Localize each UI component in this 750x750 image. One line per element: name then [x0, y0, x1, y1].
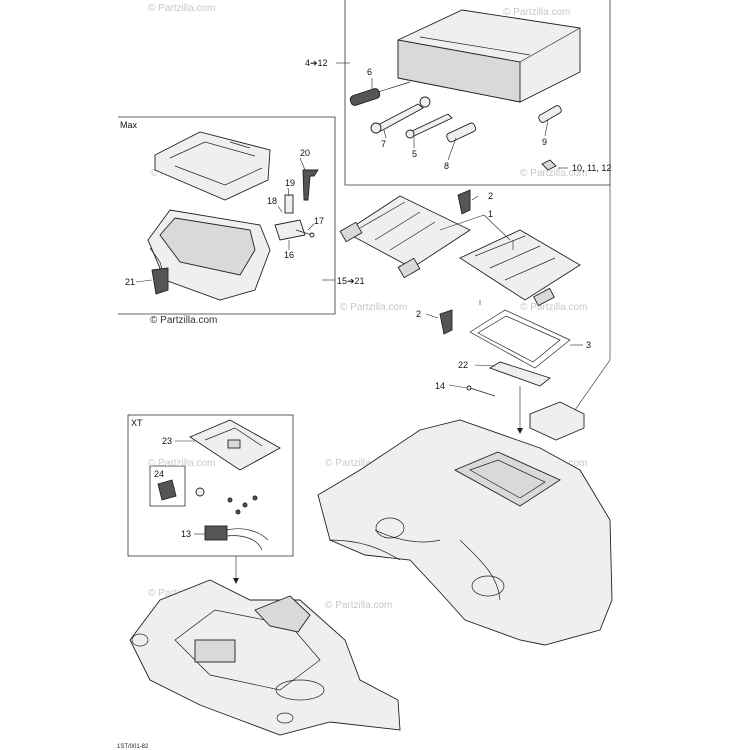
small-part-10	[541, 159, 557, 171]
callout-21: 21	[125, 277, 135, 287]
callout-8: 8	[444, 161, 449, 171]
watermark: © Partzilla.com	[325, 458, 392, 469]
watermark: © Partzilla.com	[325, 600, 392, 611]
pin-14	[466, 385, 496, 397]
range-label-tools: 4➔12	[305, 58, 328, 68]
callout-19: 19	[285, 178, 295, 188]
bracket-2-lower	[439, 309, 453, 335]
part-16	[274, 219, 306, 241]
watermark: © Partzilla.com	[150, 315, 217, 326]
callout-6: 6	[367, 67, 372, 77]
max-box-title: Max	[120, 120, 138, 130]
callout-2-upper: 2	[488, 191, 493, 201]
front-fender	[129, 579, 401, 736]
callout-13: 13	[181, 529, 191, 539]
callout-3: 3	[586, 340, 591, 350]
xt-box-frame	[127, 414, 294, 557]
xt-fasteners	[195, 487, 258, 515]
callout-20: 20	[300, 148, 310, 158]
max-tray	[147, 209, 271, 301]
xt-sub-box-frame	[149, 465, 186, 507]
socket-8	[446, 122, 477, 143]
watermark: © Partzilla.com	[340, 302, 407, 313]
watermark: © Partzilla.com	[148, 3, 215, 14]
range-label-max: 15➔21	[337, 276, 365, 286]
seal-3	[469, 309, 571, 369]
rack-upper	[339, 195, 471, 279]
plate-23	[189, 419, 281, 471]
callout-22: 22	[458, 360, 468, 370]
clip-24	[157, 479, 177, 501]
xt-box-title: XT	[131, 418, 143, 428]
watermark: © Partzilla.com	[520, 302, 587, 313]
rear-fender	[317, 419, 613, 646]
bolt-17	[295, 229, 315, 238]
tool-9	[538, 105, 562, 123]
footer-code: 1ST/001-82	[117, 744, 149, 750]
clip-21	[151, 267, 169, 295]
callout-18: 18	[267, 196, 277, 206]
screwdriver-6	[349, 81, 411, 106]
watermark: © Partzilla.com	[503, 7, 570, 18]
callout-10-11-12: 10, 11, 12	[572, 163, 611, 173]
bracket-2-upper	[457, 189, 471, 215]
max-lid	[154, 131, 271, 201]
wrench-7	[370, 96, 431, 134]
watermark: © Partzilla.com	[148, 458, 215, 469]
bar-22	[488, 361, 551, 387]
wrench-5	[405, 113, 453, 139]
harness-13	[204, 525, 269, 551]
latch-20	[302, 169, 319, 201]
callout-7: 7	[381, 139, 386, 149]
callout-17: 17	[314, 216, 324, 226]
callout-16: 16	[284, 250, 294, 260]
callout-24: 24	[154, 469, 164, 479]
callout-2-lower: 2	[416, 309, 421, 319]
callout-9: 9	[542, 137, 547, 147]
rack-lower	[459, 229, 581, 307]
callout-14: 14	[435, 381, 445, 391]
part-19	[284, 194, 294, 214]
max-box-frame	[118, 116, 336, 315]
callout-23: 23	[162, 436, 172, 446]
callout-5: 5	[412, 149, 417, 159]
tool-kit-frame	[344, 0, 611, 186]
watermark: © Partzilla.com	[520, 168, 587, 179]
tool-bag-small	[529, 401, 585, 441]
tool-bag	[397, 9, 581, 103]
leader-lines	[135, 62, 611, 584]
callout-1: 1	[488, 209, 493, 219]
